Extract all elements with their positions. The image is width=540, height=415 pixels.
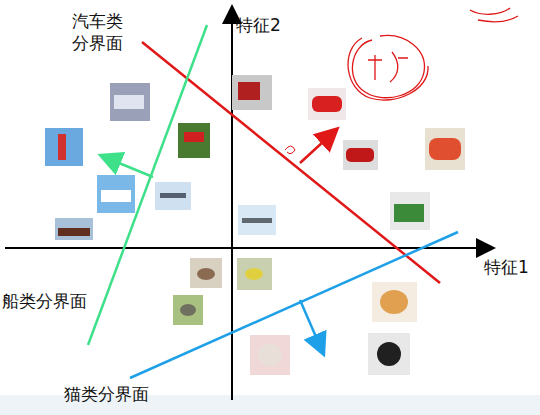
y-axis (231, 8, 233, 400)
axis-or-boundary-label: 特征1 (484, 256, 529, 278)
axis-or-boundary-label: 特征2 (236, 14, 281, 36)
axis-or-boundary-label: 汽车类 分界面 (72, 10, 130, 54)
axis-or-boundary-label: 猫类分界面 (64, 383, 149, 405)
ship-normal-arrow (102, 156, 153, 177)
ship-boundary (88, 25, 207, 345)
car-normal-arrow (300, 130, 336, 163)
cat-boundary (130, 232, 458, 378)
cat-normal-arrow (300, 300, 323, 353)
handwriting (348, 8, 518, 100)
sample-images (45, 75, 465, 375)
scribble (285, 146, 295, 154)
axis-or-boundary-label: 船类分界面 (2, 290, 87, 312)
